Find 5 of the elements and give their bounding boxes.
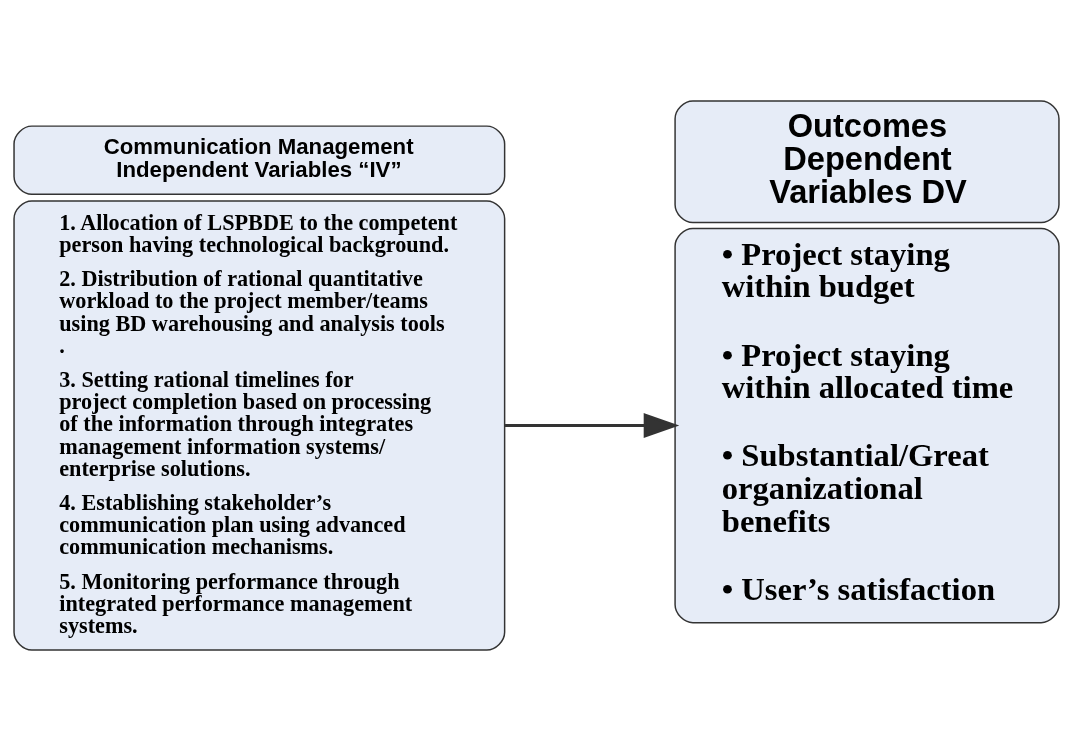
node-box: 1. Allocation of LSPBDE to the competent person having technological background. 2. Distribution of rational quantitative workload to the project member/teams using BD warehousing and analysis tools . 3. Setting rational timelines for project completion based on processing of the information through integrates management information systems/ enterprise solutions. 4. Establishing stakeholder’s communication plan using advanced communication mechanisms. 5. Monitoring performance through integrated performance management systems. (13, 200, 506, 651)
node-box: Communication Management Independent Variables “IV” (13, 125, 506, 196)
node-box: Outcomes Dependent Variables DV (674, 100, 1060, 224)
node-box: • Project staying within budget • Project staying within allocated time • Substantial/Great organizational benefits • User’s satisfaction (674, 227, 1060, 624)
arrow (505, 413, 680, 438)
